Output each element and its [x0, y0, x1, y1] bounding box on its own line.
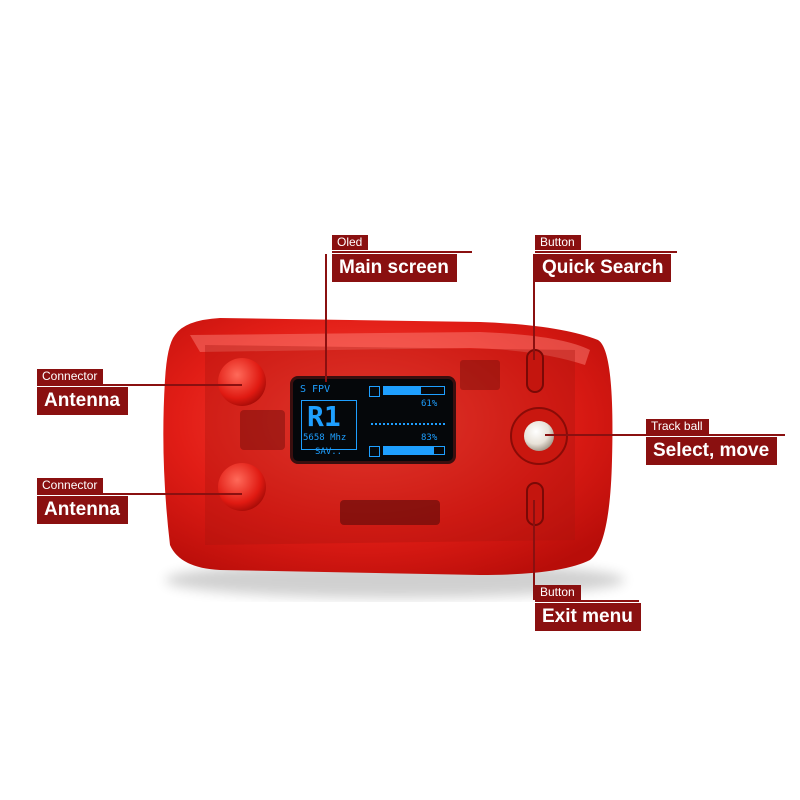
quick-search-category-tag: Button: [535, 235, 581, 250]
antenna-connector-top: [218, 358, 266, 406]
internal-component: [460, 360, 500, 390]
antenna-connector-bottom: [218, 463, 266, 511]
exit-menu-category-tag: Button: [535, 585, 581, 600]
oled-underline: [332, 251, 472, 253]
antenna-bottom-underline: [37, 493, 242, 495]
trackball-label: Select, move: [646, 437, 778, 465]
trackball-category-tag: Track ball: [646, 419, 709, 434]
oled-screen: S FPV R1 5658 Mhz SAV.. 61% 83%: [290, 376, 456, 464]
exit-menu-button[interactable]: [526, 482, 544, 526]
status-label: SAV..: [315, 447, 343, 457]
quick-search-underline: [535, 251, 677, 253]
rssi-b-bar-fill: [384, 447, 434, 454]
antenna-a-icon: [369, 386, 380, 397]
exit-menu-label: Exit menu: [535, 603, 641, 631]
antenna-bottom-category-tag: Connector: [37, 478, 104, 493]
quick-search-label: Quick Search: [535, 254, 672, 282]
oled-label: Main screen: [332, 254, 457, 282]
rssi-a-percent: 61%: [421, 399, 438, 409]
internal-component: [240, 410, 285, 450]
exit-menu-underline: [535, 600, 639, 602]
rssi-b-bar-frame: [383, 446, 445, 455]
oled-leader-line: [325, 254, 327, 382]
channel-label: R1: [307, 400, 341, 433]
exit-menu-leader-line: [533, 500, 535, 600]
frequency-label: 5658 Mhz: [303, 433, 347, 443]
rssi-b-percent: 83%: [421, 433, 438, 443]
antenna-top-category-tag: Connector: [37, 369, 104, 384]
quick-search-leader-line: [533, 254, 535, 360]
oled-category-tag: Oled: [332, 235, 369, 250]
oled-header: S FPV: [300, 384, 331, 395]
antenna-b-icon: [369, 446, 380, 457]
internal-component: [340, 500, 440, 525]
antenna-bottom-label: Antenna: [37, 496, 128, 524]
trackball-underline: [545, 434, 785, 436]
antenna-top-underline: [37, 384, 242, 386]
antenna-top-label: Antenna: [37, 387, 128, 415]
rssi-a-bar-fill: [384, 387, 421, 394]
case-highlight: [190, 332, 590, 365]
signal-dots: [371, 423, 445, 425]
rssi-a-bar-frame: [383, 386, 445, 395]
trackball[interactable]: [524, 421, 554, 451]
channel-box: [301, 400, 357, 450]
quick-search-button[interactable]: [526, 349, 544, 393]
